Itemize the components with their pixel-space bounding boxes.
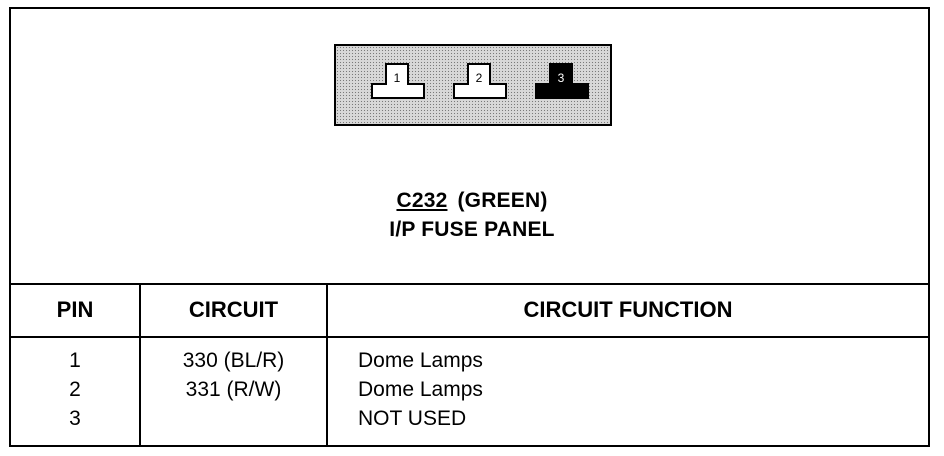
connector-face: 1 2 3 <box>334 44 612 126</box>
table-top-rule <box>9 283 930 285</box>
connector-pin-3 <box>535 63 589 99</box>
table-row-1-pin: 1 <box>69 349 81 372</box>
column-divider-1 <box>139 284 141 446</box>
header-pin: PIN <box>56 297 94 322</box>
connector-code: C232 <box>396 189 448 212</box>
connector-title: C232 (GREEN) I/P FUSE PANEL <box>0 186 944 244</box>
table-row-2-pin: 2 <box>69 378 81 401</box>
connector-pin-1 <box>371 63 425 99</box>
connector-color: (GREEN) <box>457 189 548 212</box>
connector-pin-2 <box>453 63 507 99</box>
connector-location: I/P FUSE PANEL <box>389 218 555 241</box>
connector-pin-2-label: 2 <box>476 71 483 85</box>
table-row-3-function: NOT USED <box>358 407 467 430</box>
header-circuit: CIRCUIT <box>188 297 279 322</box>
table-row-1-circuit: 330 (BL/R) <box>182 349 285 372</box>
header-circuit-function: CIRCUIT FUNCTION <box>523 297 733 322</box>
connector-pins: 1 2 3 <box>371 63 589 99</box>
table-row-1-function: Dome Lamps <box>358 349 483 372</box>
connector-pin-3-label: 3 <box>558 71 565 85</box>
table-row-2-function: Dome Lamps <box>358 378 483 401</box>
table-row-2-circuit: 331 (R/W) <box>185 378 282 401</box>
table-row-3-pin: 3 <box>69 407 81 430</box>
connector-diagram-frame <box>9 7 930 447</box>
connector-pin-1-label: 1 <box>394 71 401 85</box>
header-bottom-rule <box>9 336 930 338</box>
column-divider-2 <box>326 284 328 446</box>
